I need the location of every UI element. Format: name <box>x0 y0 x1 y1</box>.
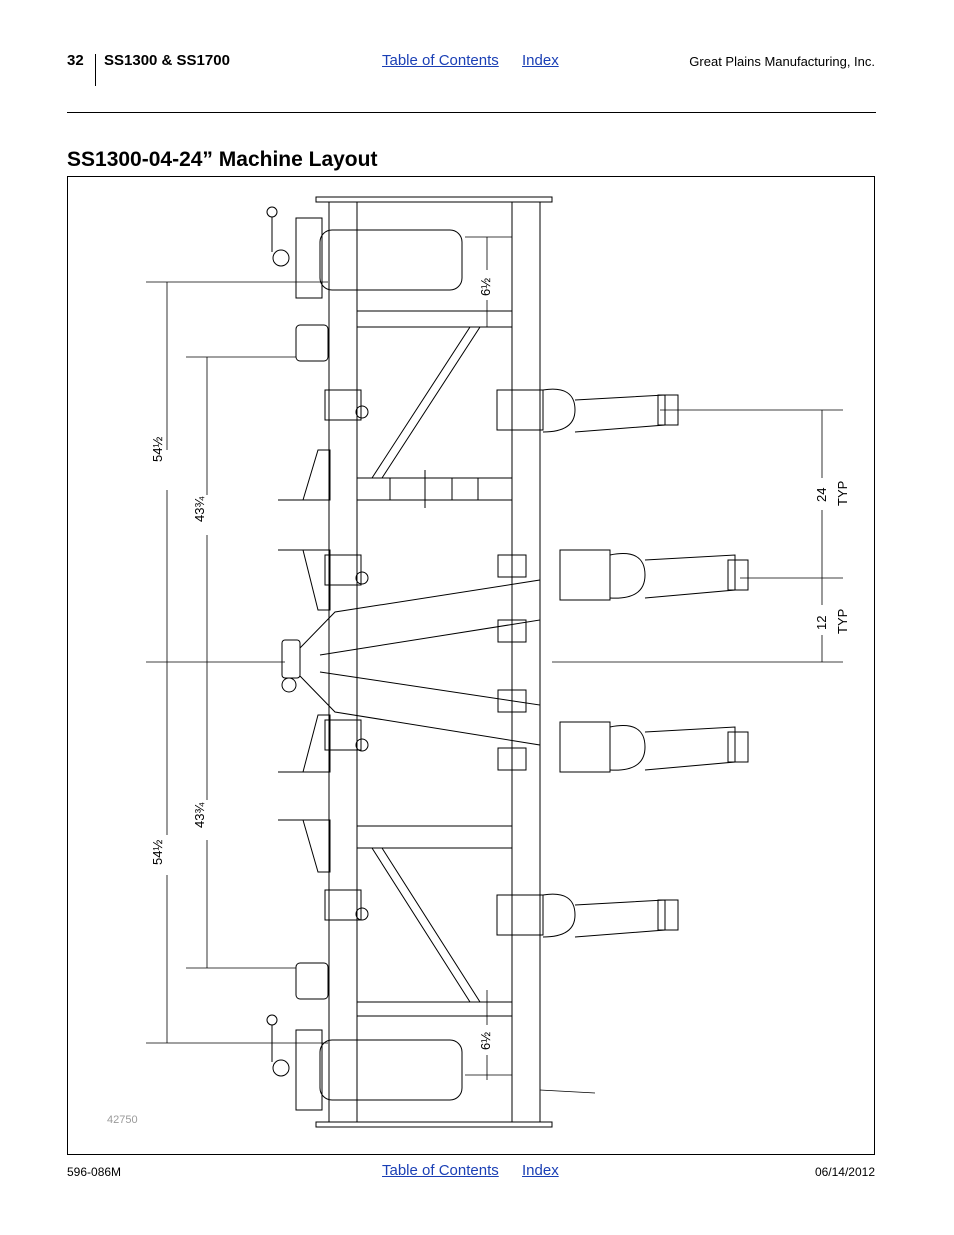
dim-24-typ: TYP <box>835 480 850 506</box>
brace-upper <box>371 326 481 479</box>
cross-member-mid <box>356 825 513 849</box>
header-company: Great Plains Manufacturing, Inc. <box>689 54 875 69</box>
hitch-clevis <box>281 639 301 679</box>
dim-54-half-bottom: 54½ <box>150 839 165 865</box>
dim-43-threequarter-top: 43¾ <box>192 496 207 522</box>
wing-plate-3 <box>278 714 331 773</box>
cross-member-top <box>356 310 513 328</box>
cylinder <box>356 477 513 501</box>
brace-lower <box>371 847 481 1003</box>
dim-6-half-bottom: 6½ <box>478 1031 493 1050</box>
gauge-bracket-bottom <box>295 1029 323 1111</box>
row-unit-1 <box>496 388 679 433</box>
dim-24: 24 <box>814 487 829 502</box>
row-unit-4 <box>496 893 679 938</box>
cross-member-bottom <box>356 1001 513 1017</box>
dimension-lines-right <box>465 236 843 1080</box>
gauge-hub-top <box>272 249 290 267</box>
wing-plate-2 <box>278 549 331 611</box>
light-harness <box>539 1089 596 1094</box>
hitch-ring <box>281 677 297 693</box>
dim-54-half-top: 54½ <box>150 436 165 462</box>
dim-12-typ: TYP <box>835 608 850 634</box>
front-clamps <box>324 389 369 921</box>
footer-date: 06/14/2012 <box>814 1165 875 1179</box>
rear-clamps <box>497 554 527 771</box>
header-model: SS1300 & SS1700 <box>104 52 230 69</box>
gauge-wheel-bottom <box>319 1039 463 1101</box>
header-index-link[interactable]: Index <box>522 52 559 69</box>
dim-12: 12 <box>814 615 829 630</box>
gauge-bracket-top <box>295 217 323 299</box>
row-unit-2 <box>559 549 749 601</box>
front-bracket-1 <box>295 324 329 362</box>
gauge-crank-top <box>266 206 278 218</box>
gauge-crank-bottom <box>266 1014 278 1026</box>
gauge-hub-bottom <box>272 1059 290 1077</box>
hitch-upper-arm <box>299 579 541 656</box>
front-bracket-2 <box>295 962 329 1000</box>
wing-plate-4 <box>278 819 331 873</box>
rear-frame-tube <box>511 201 541 1123</box>
front-frame-tube <box>328 201 358 1123</box>
dimension-lines-left <box>146 281 328 1044</box>
wing-plate-1 <box>278 449 331 501</box>
page-title: SS1300-04-24” Machine Layout <box>67 148 378 171</box>
dim-43-threequarter-bottom: 43¾ <box>192 802 207 828</box>
header-rule <box>67 112 876 113</box>
footer-index-link[interactable]: Index <box>522 1162 559 1179</box>
row-unit-3 <box>559 721 749 773</box>
gauge-wheel-top <box>319 229 463 291</box>
bottom-bar <box>315 1121 553 1128</box>
page-number: 32 <box>67 52 84 69</box>
top-bar <box>315 196 553 203</box>
header-toc-link[interactable]: Table of Contents <box>382 52 499 69</box>
header-divider <box>95 54 96 86</box>
hitch-lower-arm <box>299 671 541 746</box>
footer-toc-link[interactable]: Table of Contents <box>382 1162 499 1179</box>
footer-doc-number: 596-086M <box>67 1165 122 1179</box>
figure-id: 42750 <box>107 1114 138 1126</box>
figure-frame <box>67 176 875 1155</box>
dim-6-half-top: 6½ <box>478 277 493 296</box>
